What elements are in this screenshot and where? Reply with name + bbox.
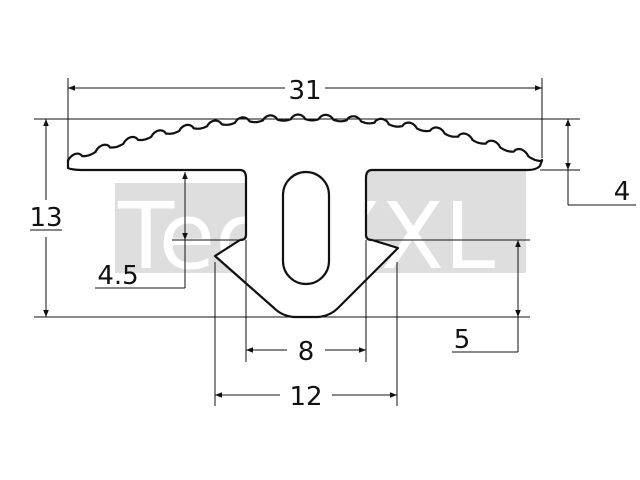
dim-label-5: 5 <box>454 325 471 355</box>
dim-barb-width: 12 <box>214 262 398 412</box>
dim-label-8: 8 <box>298 337 315 367</box>
dim-label-4-5: 4.5 <box>97 261 138 291</box>
inner-slot <box>281 170 331 286</box>
dim-label-13: 13 <box>29 203 62 233</box>
dim-label-31: 31 <box>288 76 321 106</box>
dim-overall-height: 13 <box>29 118 580 318</box>
dim-neck-height: 4.5 <box>95 172 240 291</box>
dim-label-12: 12 <box>289 382 322 412</box>
dim-top-thickness: 4 <box>540 119 636 207</box>
dim-label-4: 4 <box>614 177 631 207</box>
dim-barb-height: 5 <box>370 239 530 355</box>
dim-slot-width: 8 <box>245 240 367 367</box>
dim-overall-width: 31 <box>67 76 543 160</box>
